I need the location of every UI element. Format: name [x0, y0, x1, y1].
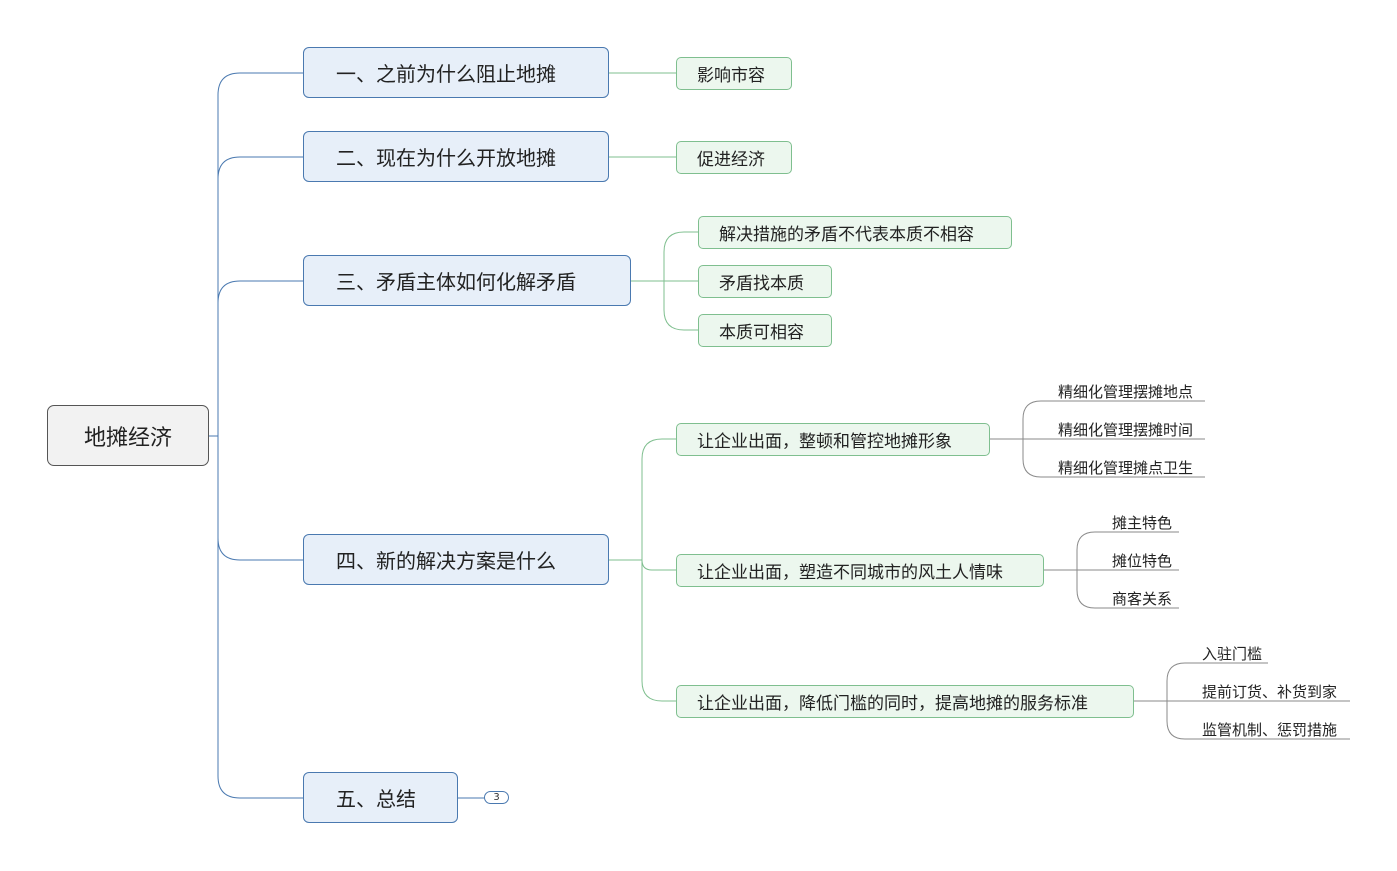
leaf-stall-feature[interactable]: 摊位特色: [1112, 551, 1173, 570]
leaf-manage-time[interactable]: 精细化管理摆摊时间: [1058, 420, 1194, 439]
leaf-vendor-feature[interactable]: 摊主特色: [1112, 513, 1173, 532]
collapsed-children-badge[interactable]: 3: [484, 791, 509, 804]
subtopic-local-flavor[interactable]: 让企业出面，塑造不同城市的风土人情味: [676, 554, 1044, 587]
topic-summary[interactable]: 五、总结: [303, 772, 458, 823]
subtopic-essence-compatible[interactable]: 本质可相容: [698, 314, 832, 347]
leaf-order-delivery[interactable]: 提前订货、补货到家: [1202, 682, 1338, 701]
subtopic-city-appearance[interactable]: 影响市容: [676, 57, 792, 90]
subtopic-boost-economy[interactable]: 促进经济: [676, 141, 792, 174]
leaf-manage-hygiene[interactable]: 精细化管理摊点卫生: [1058, 458, 1194, 477]
topic-why-stalls-prohibited[interactable]: 一、之前为什么阻止地摊: [303, 47, 609, 98]
leaf-customer-relation[interactable]: 商客关系: [1112, 589, 1173, 608]
subtopic-find-essence[interactable]: 矛盾找本质: [698, 265, 832, 298]
leaf-manage-location[interactable]: 精细化管理摆摊地点: [1058, 382, 1194, 401]
leaf-supervision-penalty[interactable]: 监管机制、惩罚措施: [1202, 720, 1338, 739]
subtopic-service-standard[interactable]: 让企业出面，降低门槛的同时，提高地摊的服务标准: [676, 685, 1134, 718]
subtopic-measures-conflict[interactable]: 解决措施的矛盾不代表本质不相容: [698, 216, 1012, 249]
topic-resolve-conflict[interactable]: 三、矛盾主体如何化解矛盾: [303, 255, 631, 306]
leaf-entry-threshold[interactable]: 入驻门槛: [1202, 644, 1263, 663]
topic-why-stalls-allowed[interactable]: 二、现在为什么开放地摊: [303, 131, 609, 182]
central-topic[interactable]: 地摊经济: [47, 405, 209, 466]
subtopic-regulate-image[interactable]: 让企业出面，整顿和管控地摊形象: [676, 423, 990, 456]
topic-new-solution[interactable]: 四、新的解决方案是什么: [303, 534, 609, 585]
